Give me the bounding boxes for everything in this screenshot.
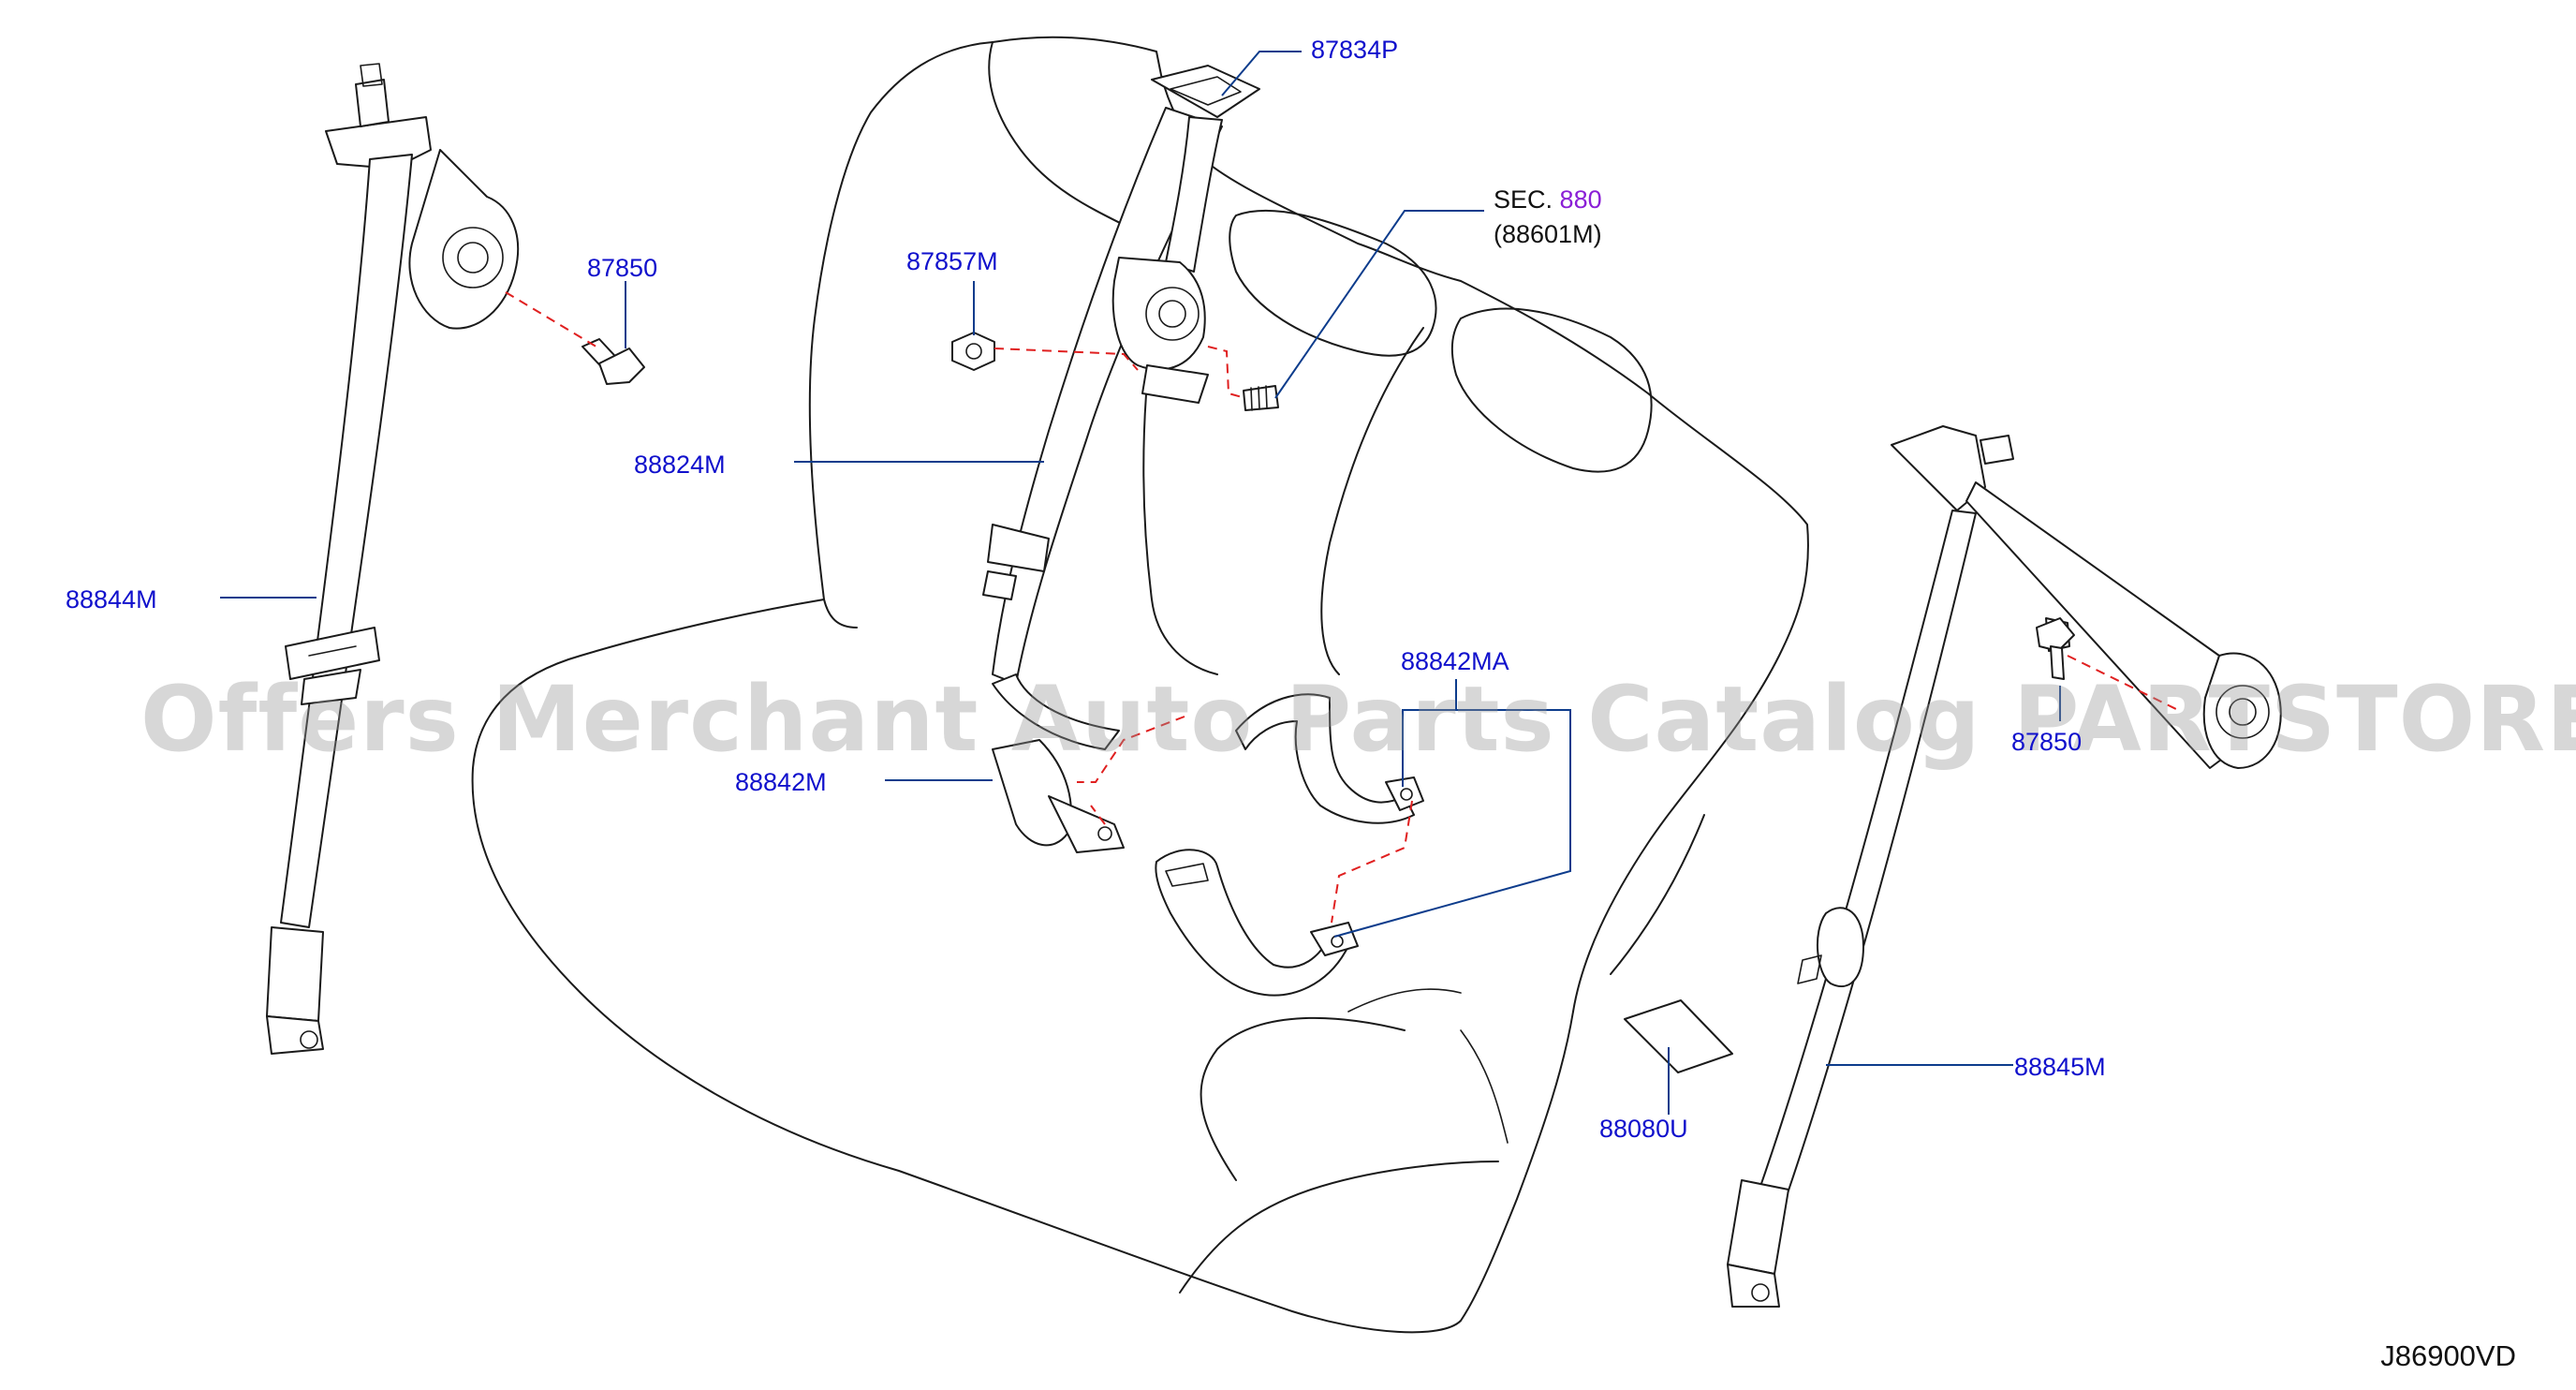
callout-88824m[interactable]: 88824M [634, 451, 726, 479]
callout-88080u[interactable]: 88080U [1599, 1115, 1688, 1143]
callout-88842m[interactable]: 88842M [735, 768, 827, 796]
watermark: Offers Merchant Auto Parts Catalog PARTS… [140, 667, 2576, 772]
center-seat-belt [982, 65, 1260, 853]
sec-label: SEC. [1494, 185, 1553, 214]
left-seat-belt [266, 63, 520, 1055]
fasteners [581, 332, 2075, 1073]
dashed-lines [505, 291, 2183, 924]
sec-number-link[interactable]: 880 [1559, 185, 1602, 214]
callout-88842ma[interactable]: 88842MA [1401, 647, 1509, 675]
callout-87857m[interactable]: 87857M [906, 247, 998, 275]
callout-sec-ref: (88601M) [1494, 220, 1602, 248]
callout-88845m[interactable]: 88845M [2014, 1053, 2106, 1081]
buckle-88842ma [1155, 693, 1424, 997]
leader-lines [220, 51, 2061, 1115]
rear-seat-outline [471, 36, 1809, 1334]
callout-88844m[interactable]: 88844M [66, 585, 157, 614]
callout-87850-left[interactable]: 87850 [587, 254, 658, 282]
callout-87850-right[interactable]: 87850 [2011, 728, 2083, 756]
diagram-code: J86900VD [2380, 1339, 2516, 1372]
callout-87834p[interactable]: 87834P [1311, 36, 1399, 64]
callout-sec-880[interactable]: SEC. 880 [1494, 185, 1602, 214]
right-seat-belt [1727, 425, 2282, 1308]
